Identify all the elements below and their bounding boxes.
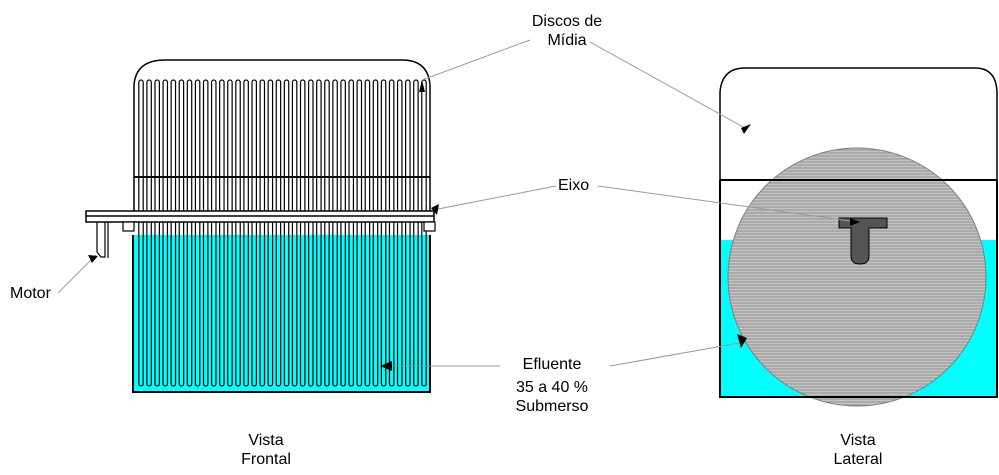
side-tank-outline <box>719 180 998 398</box>
label-percent: 35 a 40 % <box>515 379 589 396</box>
media-disc <box>259 79 266 387</box>
media-disc <box>421 79 427 387</box>
label-vista-frontal-line1: Vista <box>248 432 284 449</box>
media-disc <box>364 79 371 387</box>
arrowhead-discos-side <box>741 124 751 134</box>
media-disc <box>348 79 355 387</box>
shaft-bearing-right <box>423 221 436 232</box>
disc-hatch-lines <box>728 149 986 406</box>
label-motor: Motor <box>10 285 51 302</box>
media-disc <box>291 79 298 387</box>
media-disc <box>227 79 233 387</box>
media-disc <box>202 79 209 387</box>
media-disc <box>275 79 282 387</box>
media-discs <box>138 79 427 387</box>
media-disc <box>380 79 387 387</box>
arrowhead-discos-front <box>419 80 425 92</box>
media-disc <box>178 79 185 387</box>
leader-motor <box>57 254 97 294</box>
front-view <box>85 59 436 393</box>
leader-eixo-front <box>432 185 557 211</box>
media-disc <box>170 79 177 387</box>
side-view <box>719 67 998 407</box>
front-tank-outline <box>132 235 431 393</box>
label-vista-frontal-line2: Frontal <box>241 451 291 468</box>
media-disc <box>194 79 201 387</box>
media-disc <box>251 79 258 387</box>
arrowhead-efluente-side <box>737 334 747 348</box>
arrowhead-eixo-front <box>431 204 439 215</box>
arrowhead-eixo-side <box>850 218 860 226</box>
media-disc <box>299 79 306 387</box>
side-disc <box>728 148 986 406</box>
label-efluente-block: Efluente 35 a 40 % Submerso <box>494 355 610 416</box>
media-disc <box>146 79 152 387</box>
media-disc <box>283 79 290 387</box>
shaft-hub <box>838 217 888 265</box>
media-disc <box>332 79 338 387</box>
label-eixo: Eixo <box>558 177 590 194</box>
front-cover-outline <box>133 59 431 222</box>
media-disc <box>324 79 330 387</box>
media-disc <box>372 79 379 387</box>
motor-body <box>96 222 106 258</box>
label-efluente: Efluente <box>522 356 582 373</box>
label-discos-de-midia: Discos de Mídia <box>522 12 612 50</box>
shaft-bearing-left <box>122 221 135 232</box>
media-disc <box>219 79 225 387</box>
label-discos-line2: Mídia <box>547 32 587 49</box>
leader-discos-side <box>589 41 746 129</box>
media-disc <box>396 79 403 387</box>
media-disc <box>138 79 144 387</box>
media-disc <box>162 79 169 387</box>
media-disc <box>210 79 217 387</box>
media-disc <box>154 79 160 387</box>
label-discos-line1: Discos de <box>531 13 603 30</box>
leader-efluente-side <box>609 341 746 367</box>
media-disc <box>405 79 411 387</box>
label-vista-lateral-line1: Vista <box>840 432 876 449</box>
arrowhead-efluente-front <box>380 361 392 371</box>
media-disc <box>267 79 274 387</box>
media-disc <box>388 79 395 387</box>
leader-lines <box>57 39 860 371</box>
leader-eixo-side <box>597 185 859 223</box>
label-vista-lateral-line2: Lateral <box>833 451 883 468</box>
media-disc <box>340 79 346 387</box>
label-vista-lateral: Vista Lateral <box>818 431 898 469</box>
media-disc <box>186 79 193 387</box>
arrowhead-motor <box>88 255 98 263</box>
media-disc <box>316 79 322 387</box>
media-disc <box>413 79 419 387</box>
side-cover-outline <box>719 67 998 180</box>
media-disc <box>235 79 241 387</box>
media-disc <box>356 79 363 387</box>
leader-discos-front <box>421 39 531 81</box>
media-disc <box>243 79 249 387</box>
side-disc-outline <box>727 147 987 407</box>
label-submerso: Submerso <box>515 398 589 415</box>
label-vista-frontal: Vista Frontal <box>226 431 306 469</box>
media-disc <box>308 79 314 387</box>
